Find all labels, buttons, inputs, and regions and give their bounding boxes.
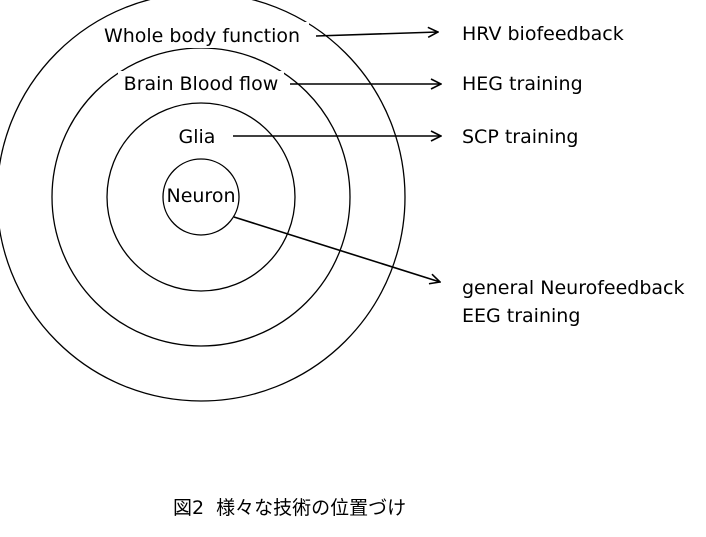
ring-label-brain-blood-flow: Brain Blood flow: [124, 73, 279, 95]
ring-label-whole-body-function: Whole body function: [104, 25, 300, 47]
arrow-neuron-to-eeg: [233, 216, 440, 282]
figure-caption: 図2 様々な技術の位置づけ: [173, 497, 406, 519]
arrow-whole-body-to-hrv: [315, 32, 438, 36]
ring-label-neuron: Neuron: [166, 185, 235, 207]
technique-label-heg-training: HEG training: [462, 73, 583, 95]
technique-label-scp-training: SCP training: [462, 126, 578, 148]
ring-label-glia: Glia: [179, 126, 216, 148]
technique-label-hrv-biofeedback: HRV biofeedback: [462, 23, 624, 45]
technique-label-eeg-training: EEG training: [462, 305, 580, 327]
ring-neuron: [162, 158, 240, 236]
ring-glia: [106, 102, 296, 292]
label-backdrop-whole-body: [97, 22, 309, 48]
label-backdrop-brain-blood: [118, 71, 284, 97]
technique-label-general-neurofeedback: general Neurofeedback: [462, 277, 685, 299]
ring-whole-body-function: [0, 0, 406, 402]
